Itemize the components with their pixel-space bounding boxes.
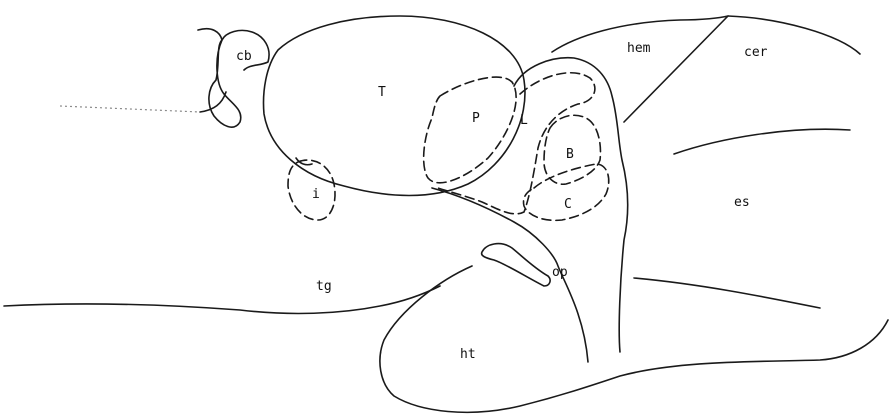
- label-p: P: [472, 111, 480, 126]
- label-hem: hem: [627, 41, 651, 56]
- hemisphere-outline: [552, 16, 728, 122]
- region-p-outline: [424, 77, 516, 183]
- label-op: op: [552, 265, 568, 280]
- optic-nerve-outline: [482, 244, 550, 286]
- es-lower-line: [634, 278, 820, 308]
- label-es: es: [734, 195, 750, 210]
- hypothalamus-outline: [380, 266, 888, 412]
- label-cb: cb: [236, 49, 252, 64]
- label-ht: ht: [460, 347, 476, 362]
- label-t: T: [378, 85, 386, 100]
- tegmentum-outline: [4, 286, 440, 313]
- label-i: i: [312, 187, 320, 202]
- es-upper-line: [674, 129, 850, 154]
- label-b: B: [566, 147, 574, 162]
- region-i-connector: [296, 158, 312, 165]
- label-tg: tg: [316, 279, 332, 294]
- cerebellum-outline: [198, 29, 241, 127]
- label-c: C: [564, 197, 572, 212]
- label-cer: cer: [744, 45, 768, 60]
- brainstem-dotted-edge: [60, 106, 200, 112]
- label-l: L: [520, 113, 528, 128]
- tectum-outline: [264, 16, 525, 196]
